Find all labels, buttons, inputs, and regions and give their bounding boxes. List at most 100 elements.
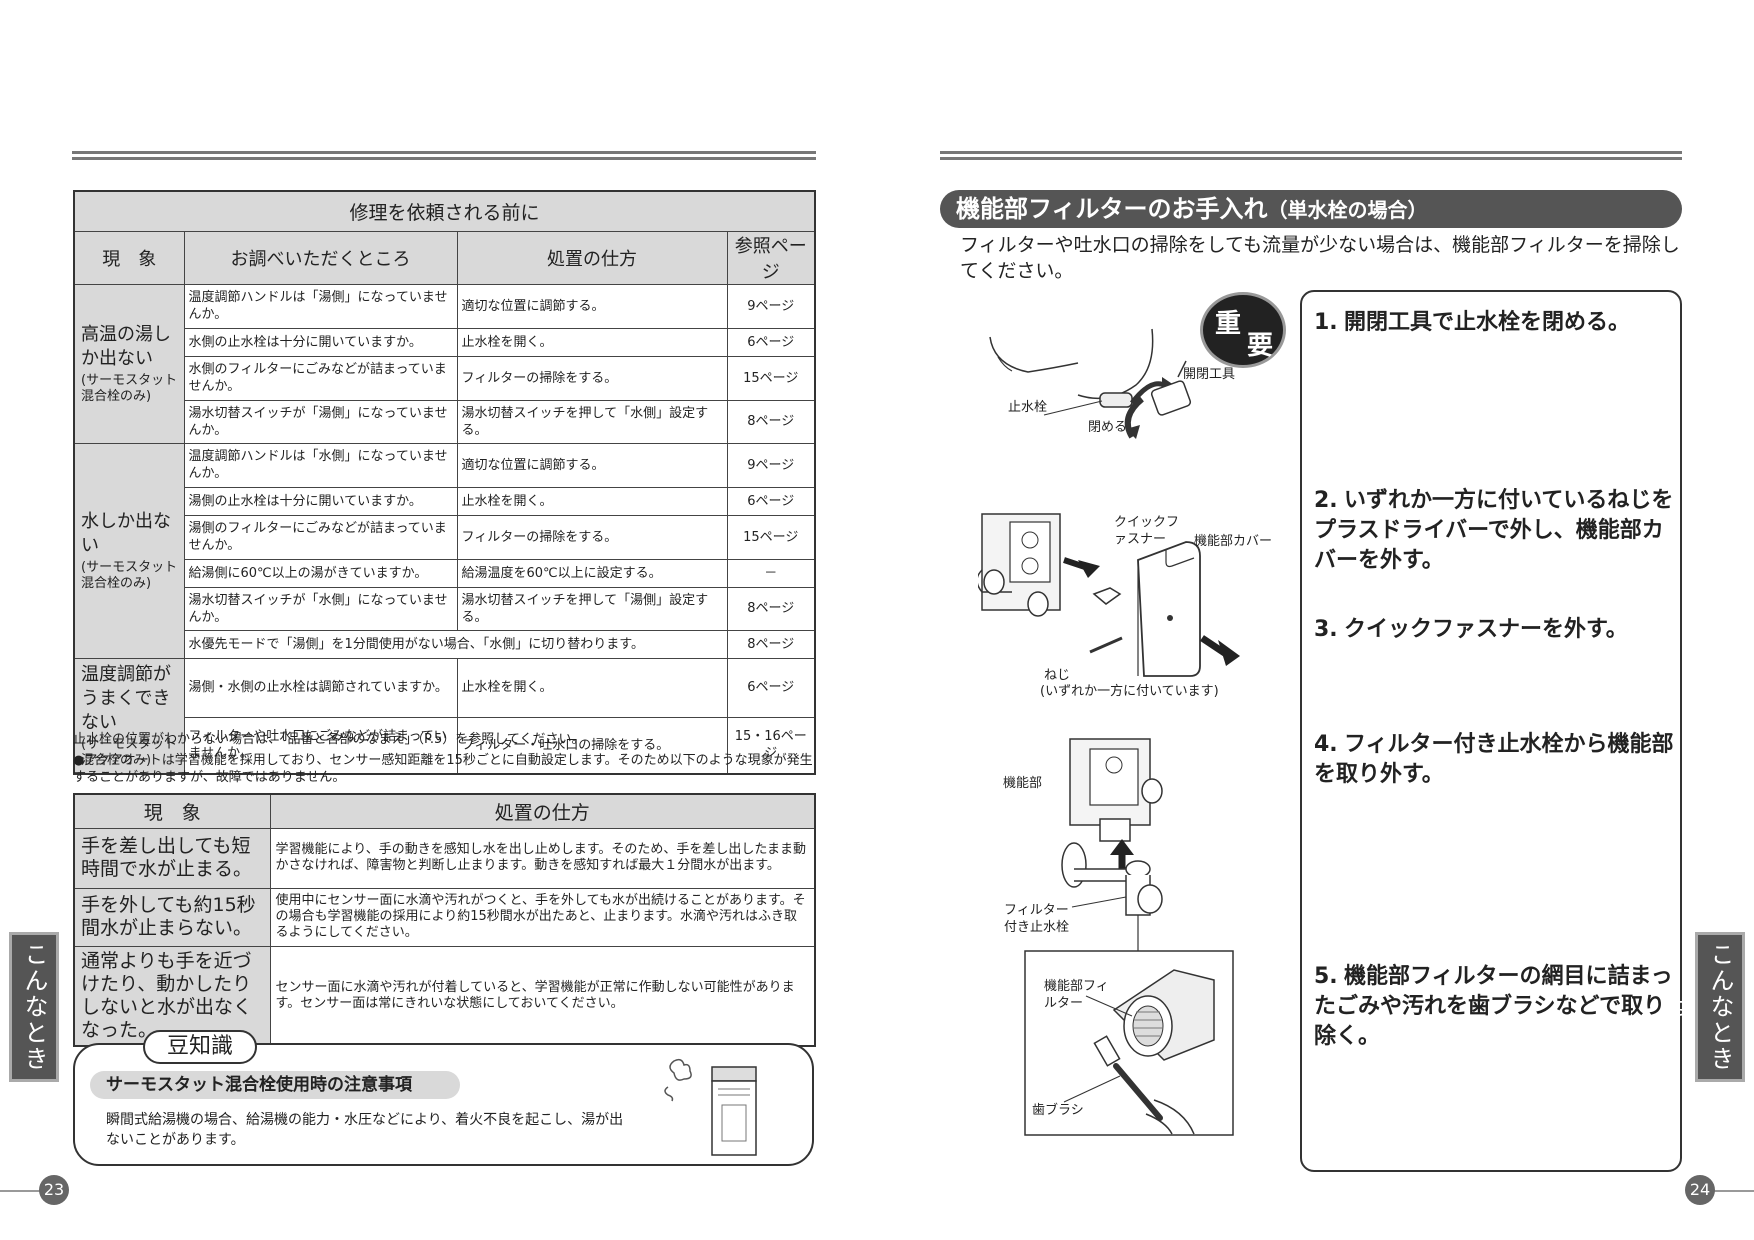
check-cell: 湯水切替スイッチが「水側」になっていませんか。 bbox=[183, 586, 458, 631]
symptom-cell: 水しか出ない (サーモスタット混合栓のみ) bbox=[73, 442, 185, 659]
badge-char-2: 要 bbox=[1247, 331, 1274, 361]
page-ref-cell: 9ページ bbox=[726, 283, 816, 329]
aqua-auto-note: ●アクアオートは学習機能を採用しており、センサー感知距離を15秒ごとに自動設定し… bbox=[73, 753, 813, 785]
aqua-symptom-cell: 通常よりも手を近づけたり、動かしたりしないと水が出なくなった。 bbox=[73, 945, 271, 1046]
aqua-header-symptom: 現 象 bbox=[73, 793, 271, 829]
check-cell: フィルターや吐水口にごみなどが詰まっていませんか。 bbox=[183, 716, 458, 775]
check-cell: 水側の止水栓は十分に開いていますか。 bbox=[183, 327, 458, 357]
step-5: 5.機能部フィルターの網目に詰まったごみや汚れを歯ブラシなどで取り除く。 bbox=[1314, 964, 1673, 1049]
check-cell: 温度調節ハンドルは「湯側」になっていませんか。 bbox=[183, 283, 458, 329]
left-header-rule bbox=[72, 151, 816, 160]
action-cell: 止水栓を開く。 bbox=[456, 657, 728, 718]
cover-removal-diagram bbox=[978, 513, 1240, 677]
check-cell: 湯側・水側の止水栓は調節されていますか。 bbox=[183, 657, 458, 718]
label-screw: ねじ bbox=[1044, 668, 1071, 683]
check-cell: 温度調節ハンドルは「水側」になっていませんか。 bbox=[183, 442, 458, 488]
aqua-table: 現 象 処置の仕方 手を差し出しても短時間で水が止まる。 学習機能により、手の動… bbox=[73, 793, 816, 1047]
symptom-label: 水しか出ない bbox=[81, 510, 171, 556]
page-ref-cell: 8ページ bbox=[726, 586, 816, 631]
symptom-sub: サーモスタット混合栓のみ bbox=[81, 559, 178, 591]
step-2: 2.いずれか一方に付いているねじをプラスドライバーで外し、機能部カバーを外す。 bbox=[1314, 488, 1674, 573]
step-1: 1.開閉工具で止水栓を閉める。 bbox=[1314, 310, 1631, 335]
step-3: 3.クイックファスナーを外す。 bbox=[1314, 617, 1628, 642]
page-ref-cell: 6ページ bbox=[726, 327, 816, 357]
col-header-check: お調べいただくところ bbox=[183, 230, 458, 285]
action-cell: 給湯温度を60℃以上に設定する。 bbox=[456, 558, 728, 588]
aqua-action-cell: 学習機能により、手の動きを感知し水を出し止めします。そのため、手を差し出したまま… bbox=[269, 827, 816, 889]
note-cell: 水優先モードで「湯側」を1分間使用がない場合、「水側」に切り替わります。 bbox=[183, 629, 728, 659]
col-header-page: 参照ページ bbox=[726, 230, 816, 285]
stop-valve-note: 止水栓の位置がわからない場合は、「品番と各部のなまえ」（P.5）を参照してくださ… bbox=[73, 732, 585, 747]
action-cell: 適切な位置に調節する。 bbox=[456, 283, 728, 329]
section-title: 機能部フィルターのお手入れ（単水栓の場合） bbox=[940, 190, 1682, 228]
page-ref-cell: － bbox=[726, 558, 816, 588]
col-header-action: 処置の仕方 bbox=[456, 230, 728, 285]
page-ref-cell: 6ページ bbox=[726, 657, 816, 718]
page-ref-cell: 8ページ bbox=[726, 399, 816, 444]
symptom-sub: サーモスタット混合栓のみ bbox=[81, 736, 178, 768]
check-cell: 湯側のフィルターにごみなどが詰まっていませんか。 bbox=[183, 514, 458, 560]
symptom-label: 高温の湯しか出ない bbox=[81, 323, 171, 369]
action-cell: フィルター・吐水口の掃除をする。 bbox=[456, 716, 728, 775]
check-cell: 水側のフィルターにごみなどが詰まっていませんか。 bbox=[183, 355, 458, 401]
aqua-symptom-cell: 手を外しても約15秒間水が止まらない。 bbox=[73, 887, 271, 947]
water-heater-illustration bbox=[664, 1058, 757, 1156]
important-badge: 重 要 bbox=[1200, 292, 1286, 368]
symptom-label: 温度調節がうまくできない bbox=[81, 663, 171, 733]
action-cell: フィルターの掃除をする。 bbox=[456, 355, 728, 401]
side-tab-left: こんなときは bbox=[0, 932, 59, 1082]
symptom-cell: 高温の湯しか出ない (サーモスタット混合栓のみ) bbox=[73, 283, 185, 444]
action-cell: 適切な位置に調節する。 bbox=[456, 442, 728, 488]
label-toothbrush: 歯ブラシ bbox=[1032, 1103, 1084, 1118]
page-ref-cell: 15ページ bbox=[726, 355, 816, 401]
tip-heading: サーモスタット混合栓使用時の注意事項 bbox=[90, 1071, 460, 1099]
action-cell: フィルターの掃除をする。 bbox=[456, 514, 728, 560]
steps-box bbox=[1300, 290, 1682, 1172]
stop-valve-diagram bbox=[989, 328, 1192, 439]
trouble-table: 修理を依頼される前に 現 象 お調べいただくところ 処置の仕方 参照ページ 高温… bbox=[73, 190, 817, 775]
label-screw-note: (いずれか一方に付いています) bbox=[1040, 684, 1219, 699]
aqua-action-cell: 使用中にセンサー面に水滴や汚れがつくと、手を外しても水が出続けることがあります。… bbox=[269, 887, 816, 947]
aqua-symptom-cell: 手を差し出しても短時間で水が止まる。 bbox=[73, 827, 271, 889]
aqua-header-action: 処置の仕方 bbox=[269, 793, 816, 829]
trouble-table-title: 修理を依頼される前に bbox=[73, 190, 816, 232]
label-tool: 開閉工具 bbox=[1183, 367, 1236, 382]
col-header-symptom: 現 象 bbox=[73, 230, 185, 285]
label-stop-valve: 止水栓 bbox=[1008, 400, 1048, 415]
page-line-left bbox=[0, 1190, 42, 1192]
label-cover: 機能部カバー bbox=[1194, 534, 1273, 549]
right-header-rule bbox=[940, 151, 1682, 160]
side-tab-right: こんなときは bbox=[1662, 932, 1745, 1082]
action-cell: 止水栓を開く。 bbox=[456, 486, 728, 516]
label-filter-valve: フィルター付き止水栓 bbox=[1004, 903, 1070, 935]
page-ref-cell: 8ページ bbox=[726, 629, 816, 659]
badge-char-1: 重 bbox=[1215, 309, 1242, 339]
label-quick-fastener: クイックファスナー bbox=[1114, 515, 1180, 547]
page-ref-cell: 15・16ページ bbox=[726, 716, 816, 775]
check-cell: 湯側の止水栓は十分に開いていますか。 bbox=[183, 486, 458, 516]
page-line-right bbox=[1712, 1190, 1754, 1192]
brush-cleaning-diagram bbox=[1024, 950, 1234, 1136]
tip-text: 瞬間式給湯機の場合、給湯機の能力・水圧などにより、着火不良を起こし、湯が出ないこ… bbox=[106, 1112, 624, 1148]
label-close: 閉める bbox=[1088, 420, 1128, 435]
intro-text: フィルターや吐水口の掃除をしても流量が少ない場合は、機能部フィルターを掃除してく… bbox=[960, 234, 1680, 282]
check-cell: 給湯側に60℃以上の湯がきていますか。 bbox=[183, 558, 458, 588]
symptom-sub: サーモスタット混合栓のみ bbox=[81, 372, 178, 404]
section-title-main: 機能部フィルターのお手入れ bbox=[956, 195, 1268, 223]
function-unit-diagram bbox=[1061, 738, 1163, 955]
action-cell: 湯水切替スイッチを押して「水側」設定する。 bbox=[456, 399, 728, 444]
page-ref-cell: 9ページ bbox=[726, 442, 816, 488]
section-title-sub: （単水栓の場合） bbox=[1267, 198, 1428, 222]
symptom-cell: 温度調節がうまくできない (サーモスタット混合栓のみ) bbox=[73, 657, 185, 774]
check-cell: 湯水切替スイッチが「湯側」になっていませんか。 bbox=[183, 399, 458, 444]
action-cell: 止水栓を開く。 bbox=[456, 327, 728, 357]
aqua-action-cell: センサー面に水滴や汚れが付着していると、学習機能が正常に作動しない可能性がありま… bbox=[269, 945, 816, 1046]
label-function-unit: 機能部 bbox=[1003, 776, 1043, 791]
page-number-left: 23 bbox=[39, 1175, 69, 1205]
page-ref-cell: 6ページ bbox=[726, 486, 816, 516]
page-number-right: 24 bbox=[1685, 1175, 1715, 1205]
tip-tag: 豆知識 bbox=[143, 1030, 257, 1064]
page-ref-cell: 15ページ bbox=[726, 514, 816, 560]
label-function-filter: 機能部フィルター bbox=[1044, 979, 1109, 1011]
step-4: 4.フィルター付き止水栓から機能部を取り外す。 bbox=[1314, 732, 1674, 787]
